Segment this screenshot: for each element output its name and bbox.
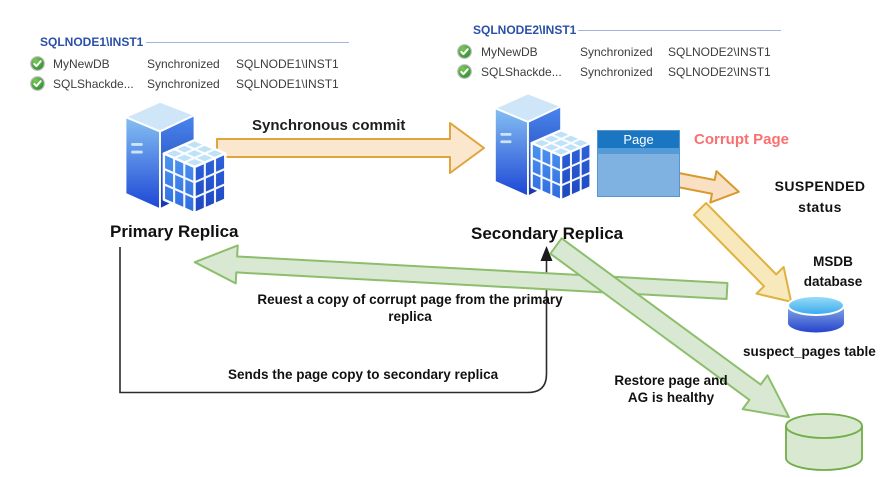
request-copy-label: Reuest a copy of corrupt page from the p… [257,292,563,324]
restore-page-label: Restore page and AG is healthy [614,373,728,405]
page-box: Page [597,130,680,197]
db-instance: SQLNODE1\INST1 [236,57,339,71]
suspended-arrow [675,170,740,204]
db-state: Synchronized [147,57,220,71]
sends-copy-connector [119,247,548,394]
right-panel-divider [578,30,781,31]
secondary-replica-label: Secondary Replica [471,224,624,243]
db-instance: SQLNODE2\INST1 [668,45,771,59]
primary-replica-label: Primary Replica [110,222,239,241]
check-icon [30,56,45,71]
left-panel-title: SQLNODE1\INST1 [40,35,144,49]
right-panel-title: SQLNODE2\INST1 [473,23,577,37]
sends-copy-arrowhead [540,246,553,261]
check-icon [457,64,472,79]
db-instance: SQLNODE2\INST1 [668,65,771,79]
db-instance: SQLNODE1\INST1 [236,77,339,91]
suspended-status-label: SUSPENDED status [774,178,866,215]
check-icon [30,76,45,91]
green-database-icon [785,413,863,471]
page-box-header: Page [598,131,679,148]
cube-icon [162,138,227,215]
secondary-server-icon [493,92,592,202]
suspect-pages-label: suspect_pages table [743,344,876,359]
check-icon [457,44,472,59]
msdb-label: MSDB database [803,254,863,289]
corrupt-page-label: Corrupt Page [694,131,790,148]
restore-arrow [549,237,790,419]
db-name: MyNewDB [481,45,538,59]
sync-commit-label: Synchronous commit [252,117,406,134]
db-name: SQLShackde... [53,77,134,91]
left-panel-divider [146,42,349,43]
db-name: MyNewDB [53,57,110,71]
db-name: SQLShackde... [481,65,562,79]
db-state: Synchronized [580,65,653,79]
primary-server-icon [124,100,227,215]
msdb-arrow [692,202,793,303]
db-state: Synchronized [147,77,220,91]
page-box-substrip [598,148,679,154]
sends-copy-label: Sends the page copy to secondary replica [228,367,499,382]
cube-icon [530,129,592,202]
msdb-database-icon [787,295,845,333]
sync-commit-arrow [216,122,485,174]
db-state: Synchronized [580,45,653,59]
